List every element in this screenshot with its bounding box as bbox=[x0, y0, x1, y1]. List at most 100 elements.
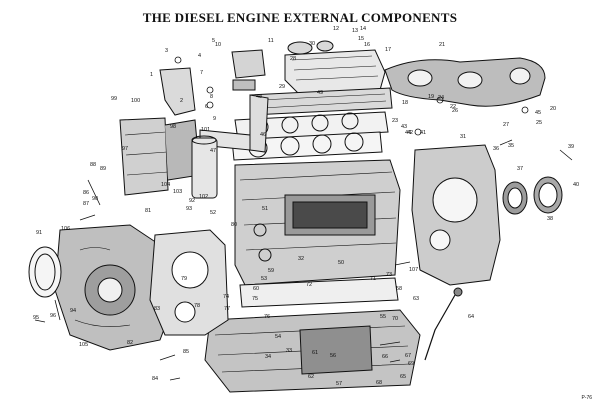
part-number-label: 89 bbox=[100, 166, 106, 172]
part-number-label: 1 bbox=[150, 72, 153, 78]
part-number-label: 66 bbox=[382, 354, 388, 360]
part-number-label: 78 bbox=[194, 303, 200, 309]
part-number-label: 57 bbox=[336, 381, 342, 387]
part-number-label: 97 bbox=[122, 146, 128, 152]
part-number-label: 39 bbox=[568, 144, 574, 150]
part-number-label: 84 bbox=[152, 376, 158, 382]
part-number-label: 7 bbox=[200, 70, 203, 76]
part-number-label: 19 bbox=[428, 94, 434, 100]
part-number-label: 16 bbox=[364, 42, 370, 48]
plate-reference: P-76 bbox=[581, 395, 592, 401]
part-number-label: 101 bbox=[201, 127, 210, 133]
part-number-label: 95 bbox=[33, 315, 39, 321]
part-number-label: 102 bbox=[199, 194, 208, 200]
part-number-label: 56 bbox=[330, 353, 336, 359]
part-number-label: 80 bbox=[231, 222, 237, 228]
part-number-label: 61 bbox=[312, 350, 318, 356]
part-number-label: 36 bbox=[493, 146, 499, 152]
dipstick bbox=[424, 287, 463, 361]
front-engine-plate bbox=[149, 229, 229, 336]
part-number-label: 50 bbox=[338, 260, 344, 266]
thermostat-housing bbox=[231, 49, 266, 91]
part-number-label: 58 bbox=[396, 286, 402, 292]
part-number-label: 37 bbox=[517, 166, 523, 172]
part-number-label: 62 bbox=[308, 374, 314, 380]
part-number-label: 54 bbox=[275, 334, 281, 340]
part-number-label: 99 bbox=[111, 96, 117, 102]
part-number-label: 103 bbox=[173, 189, 182, 195]
part-number-label: 55 bbox=[380, 314, 386, 320]
rear-oil-seal bbox=[502, 176, 563, 215]
part-number-label: 90 bbox=[92, 196, 98, 202]
part-number-label: 52 bbox=[210, 210, 216, 216]
part-number-label: 45 bbox=[535, 110, 541, 116]
part-number-label: 83 bbox=[154, 306, 160, 312]
part-number-label: 96 bbox=[50, 313, 56, 319]
part-number-label: 63 bbox=[413, 296, 419, 302]
sump-gasket bbox=[239, 277, 399, 308]
cylinder-block bbox=[234, 159, 401, 286]
part-number-label: 31 bbox=[460, 134, 466, 140]
part-number-label: 26 bbox=[452, 108, 458, 114]
exhaust-manifold bbox=[384, 57, 546, 107]
part-number-label: 73 bbox=[386, 272, 392, 278]
diagram-title: THE DIESEL ENGINE EXTERNAL COMPONENTS bbox=[142, 10, 458, 25]
oil-sump bbox=[204, 309, 421, 393]
part-number-label: 77 bbox=[224, 306, 230, 312]
part-number-label: 6 bbox=[205, 104, 208, 110]
part-number-label: 35 bbox=[508, 143, 514, 149]
part-number-label: 86 bbox=[83, 190, 89, 196]
part-number-label: 20 bbox=[550, 106, 556, 112]
part-number-label: 13 bbox=[352, 28, 358, 34]
part-number-label: 107 bbox=[409, 267, 418, 273]
part-number-label: 24 bbox=[438, 95, 444, 101]
head-gasket-upper bbox=[234, 111, 389, 141]
part-number-label: 2 bbox=[180, 98, 183, 104]
part-number-label: 71 bbox=[370, 276, 376, 282]
part-number-label: 48 bbox=[256, 94, 262, 100]
part-number-label: 79 bbox=[181, 276, 187, 282]
part-number-label: 60 bbox=[253, 286, 259, 292]
part-number-label: 85 bbox=[183, 349, 189, 355]
part-number-label: 49 bbox=[317, 90, 323, 96]
part-number-label: 70 bbox=[392, 316, 398, 322]
part-number-label: 72 bbox=[306, 282, 312, 288]
part-number-label: 64 bbox=[468, 314, 474, 320]
part-number-label: 59 bbox=[268, 268, 274, 274]
part-number-label: 87 bbox=[83, 201, 89, 207]
part-number-label: 105 bbox=[79, 342, 88, 348]
part-number-label: 15 bbox=[358, 36, 364, 42]
bracket bbox=[159, 67, 196, 116]
part-number-label: 33 bbox=[286, 348, 292, 354]
part-number-label: 10 bbox=[215, 42, 221, 48]
part-number-label: 32 bbox=[298, 256, 304, 262]
part-number-label: 4 bbox=[198, 53, 201, 59]
part-number-label: 47 bbox=[210, 148, 216, 154]
part-number-label: 65 bbox=[400, 374, 406, 380]
head-gasket-lower bbox=[231, 131, 383, 161]
part-number-label: 8 bbox=[210, 94, 213, 100]
part-number-label: 29 bbox=[279, 84, 285, 90]
part-number-label: 38 bbox=[547, 216, 553, 222]
part-number-label: 74 bbox=[223, 294, 229, 300]
part-number-label: 23 bbox=[392, 118, 398, 124]
fuel-filter bbox=[119, 117, 201, 196]
rocker-cover bbox=[284, 40, 386, 96]
cylinder-liner bbox=[191, 135, 218, 199]
part-number-label: 44 bbox=[405, 130, 411, 136]
part-number-label: 100 bbox=[131, 98, 140, 104]
part-number-label: 34 bbox=[265, 354, 271, 360]
part-number-label: 5 bbox=[212, 38, 215, 44]
part-number-label: 68 bbox=[376, 380, 382, 386]
part-number-label: 25 bbox=[536, 120, 542, 126]
part-number-label: 27 bbox=[503, 122, 509, 128]
timing-cover-gasket bbox=[28, 246, 62, 298]
part-number-label: 28 bbox=[290, 56, 296, 62]
part-number-label: 67 bbox=[405, 353, 411, 359]
part-number-label: 53 bbox=[261, 276, 267, 282]
part-number-label: 92 bbox=[189, 198, 195, 204]
part-number-label: 104 bbox=[161, 182, 170, 188]
part-number-label: 93 bbox=[186, 206, 192, 212]
part-number-label: 106 bbox=[61, 226, 70, 232]
